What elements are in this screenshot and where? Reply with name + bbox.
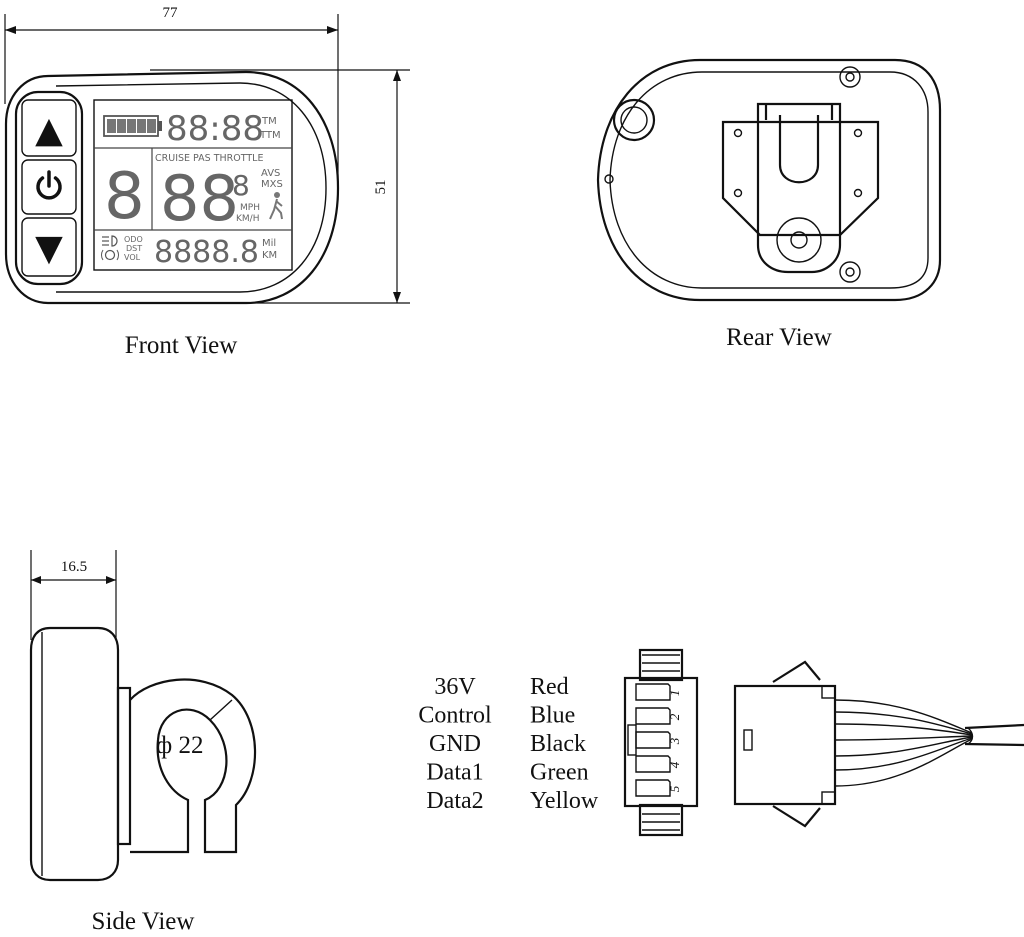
km-label: KM <box>262 250 277 261</box>
power-icon <box>36 170 62 200</box>
pin-number: 5 <box>667 785 682 792</box>
front-width-value: 77 <box>163 5 179 21</box>
pin-signal-label: 36V <box>434 674 476 700</box>
front-height-dimension: 51 <box>150 69 410 304</box>
pin-color-label: Green <box>530 760 589 786</box>
side-mount-plate <box>116 686 132 846</box>
power-button[interactable] <box>21 159 77 215</box>
side-width-value: 16.5 <box>61 559 87 575</box>
mating-plug <box>733 660 837 828</box>
side-body-outline <box>29 626 120 882</box>
avs-label: AVS <box>261 168 280 179</box>
pin-slot <box>635 755 671 773</box>
side-view-label: Side View <box>92 908 195 935</box>
pin-slot <box>635 683 671 701</box>
warning-icon <box>101 249 119 261</box>
rear-view: Rear View <box>596 58 942 351</box>
down-arrow-icon: ▼ <box>35 228 63 269</box>
front-body-outline <box>4 70 340 305</box>
speed-readout: 88 <box>160 162 239 235</box>
mph-label: MPH <box>240 203 260 213</box>
front-height-value: 51 <box>373 180 389 195</box>
pin-signal-label: Data2 <box>426 788 483 814</box>
button-panel <box>14 90 84 286</box>
pin-color-label: Yellow <box>530 788 599 814</box>
clamp-diameter-label: ф 22 <box>156 732 203 759</box>
vol-label: VOL <box>124 253 141 262</box>
mil-label: Mil <box>262 238 276 249</box>
pin-number: 3 <box>667 737 682 745</box>
connector-top-ridge <box>638 648 684 682</box>
rear-screw <box>839 261 861 283</box>
down-button[interactable] <box>21 217 77 277</box>
pin-color-label: Red <box>530 674 569 700</box>
up-arrow-icon: ▲ <box>35 110 63 151</box>
front-view-label: Front View <box>125 332 238 359</box>
pin-number: 2 <box>667 713 682 720</box>
dst-label: DST <box>126 244 142 253</box>
mode-labels: CRUISE PAS THROTTLE <box>155 153 263 164</box>
lcd-frame <box>93 99 293 271</box>
kmh-label: KM/H <box>236 214 259 224</box>
odometer-readout: 8888.8 <box>154 235 259 270</box>
lcd-screen: 88:88 TM TTM CRUISE PAS THROTTLE 8 88 8 … <box>93 99 293 271</box>
pin-color-label: Black <box>530 731 586 757</box>
connector-housing <box>623 676 699 808</box>
odo-label: ODO <box>124 235 143 244</box>
mxs-label: MXS <box>261 179 283 190</box>
time-unit-tm: TM <box>261 116 277 127</box>
rear-view-label: Rear View <box>726 324 832 351</box>
headlight-icon <box>102 235 118 247</box>
pin-color-label: Blue <box>530 703 575 729</box>
assist-level-digit: 8 <box>104 160 145 234</box>
side-view: 16.5 ф 22 Side View <box>29 550 257 935</box>
walk-assist-icon <box>269 192 283 220</box>
up-button[interactable] <box>21 99 77 157</box>
handlebar-clamp <box>129 678 257 854</box>
pin-slot <box>635 707 671 725</box>
battery-icon <box>103 115 162 137</box>
wire-bundle <box>834 699 1024 787</box>
rear-screw <box>839 66 861 88</box>
time-readout: 88:88 <box>166 109 264 149</box>
time-unit-ttm: TTM <box>259 130 281 141</box>
front-view: 77 51 ▲ ▼ <box>4 5 410 359</box>
rear-body-outline <box>596 58 942 302</box>
pin-slot <box>635 731 671 749</box>
pin-number: 1 <box>667 690 682 697</box>
pin-number: 4 <box>667 761 682 768</box>
speed-decimal-digit: 8 <box>232 169 250 202</box>
side-width-dimension: 16.5 <box>30 550 117 640</box>
rear-mount-bracket <box>721 102 880 274</box>
pin-signal-label: Control <box>418 703 492 729</box>
rear-cable-grommet <box>612 98 656 142</box>
pin-signal-label: GND <box>429 731 481 757</box>
pin-signal-label: Data1 <box>426 760 483 786</box>
pin-slot <box>635 779 671 797</box>
pin-slots: 1 2 3 4 5 <box>635 683 682 797</box>
